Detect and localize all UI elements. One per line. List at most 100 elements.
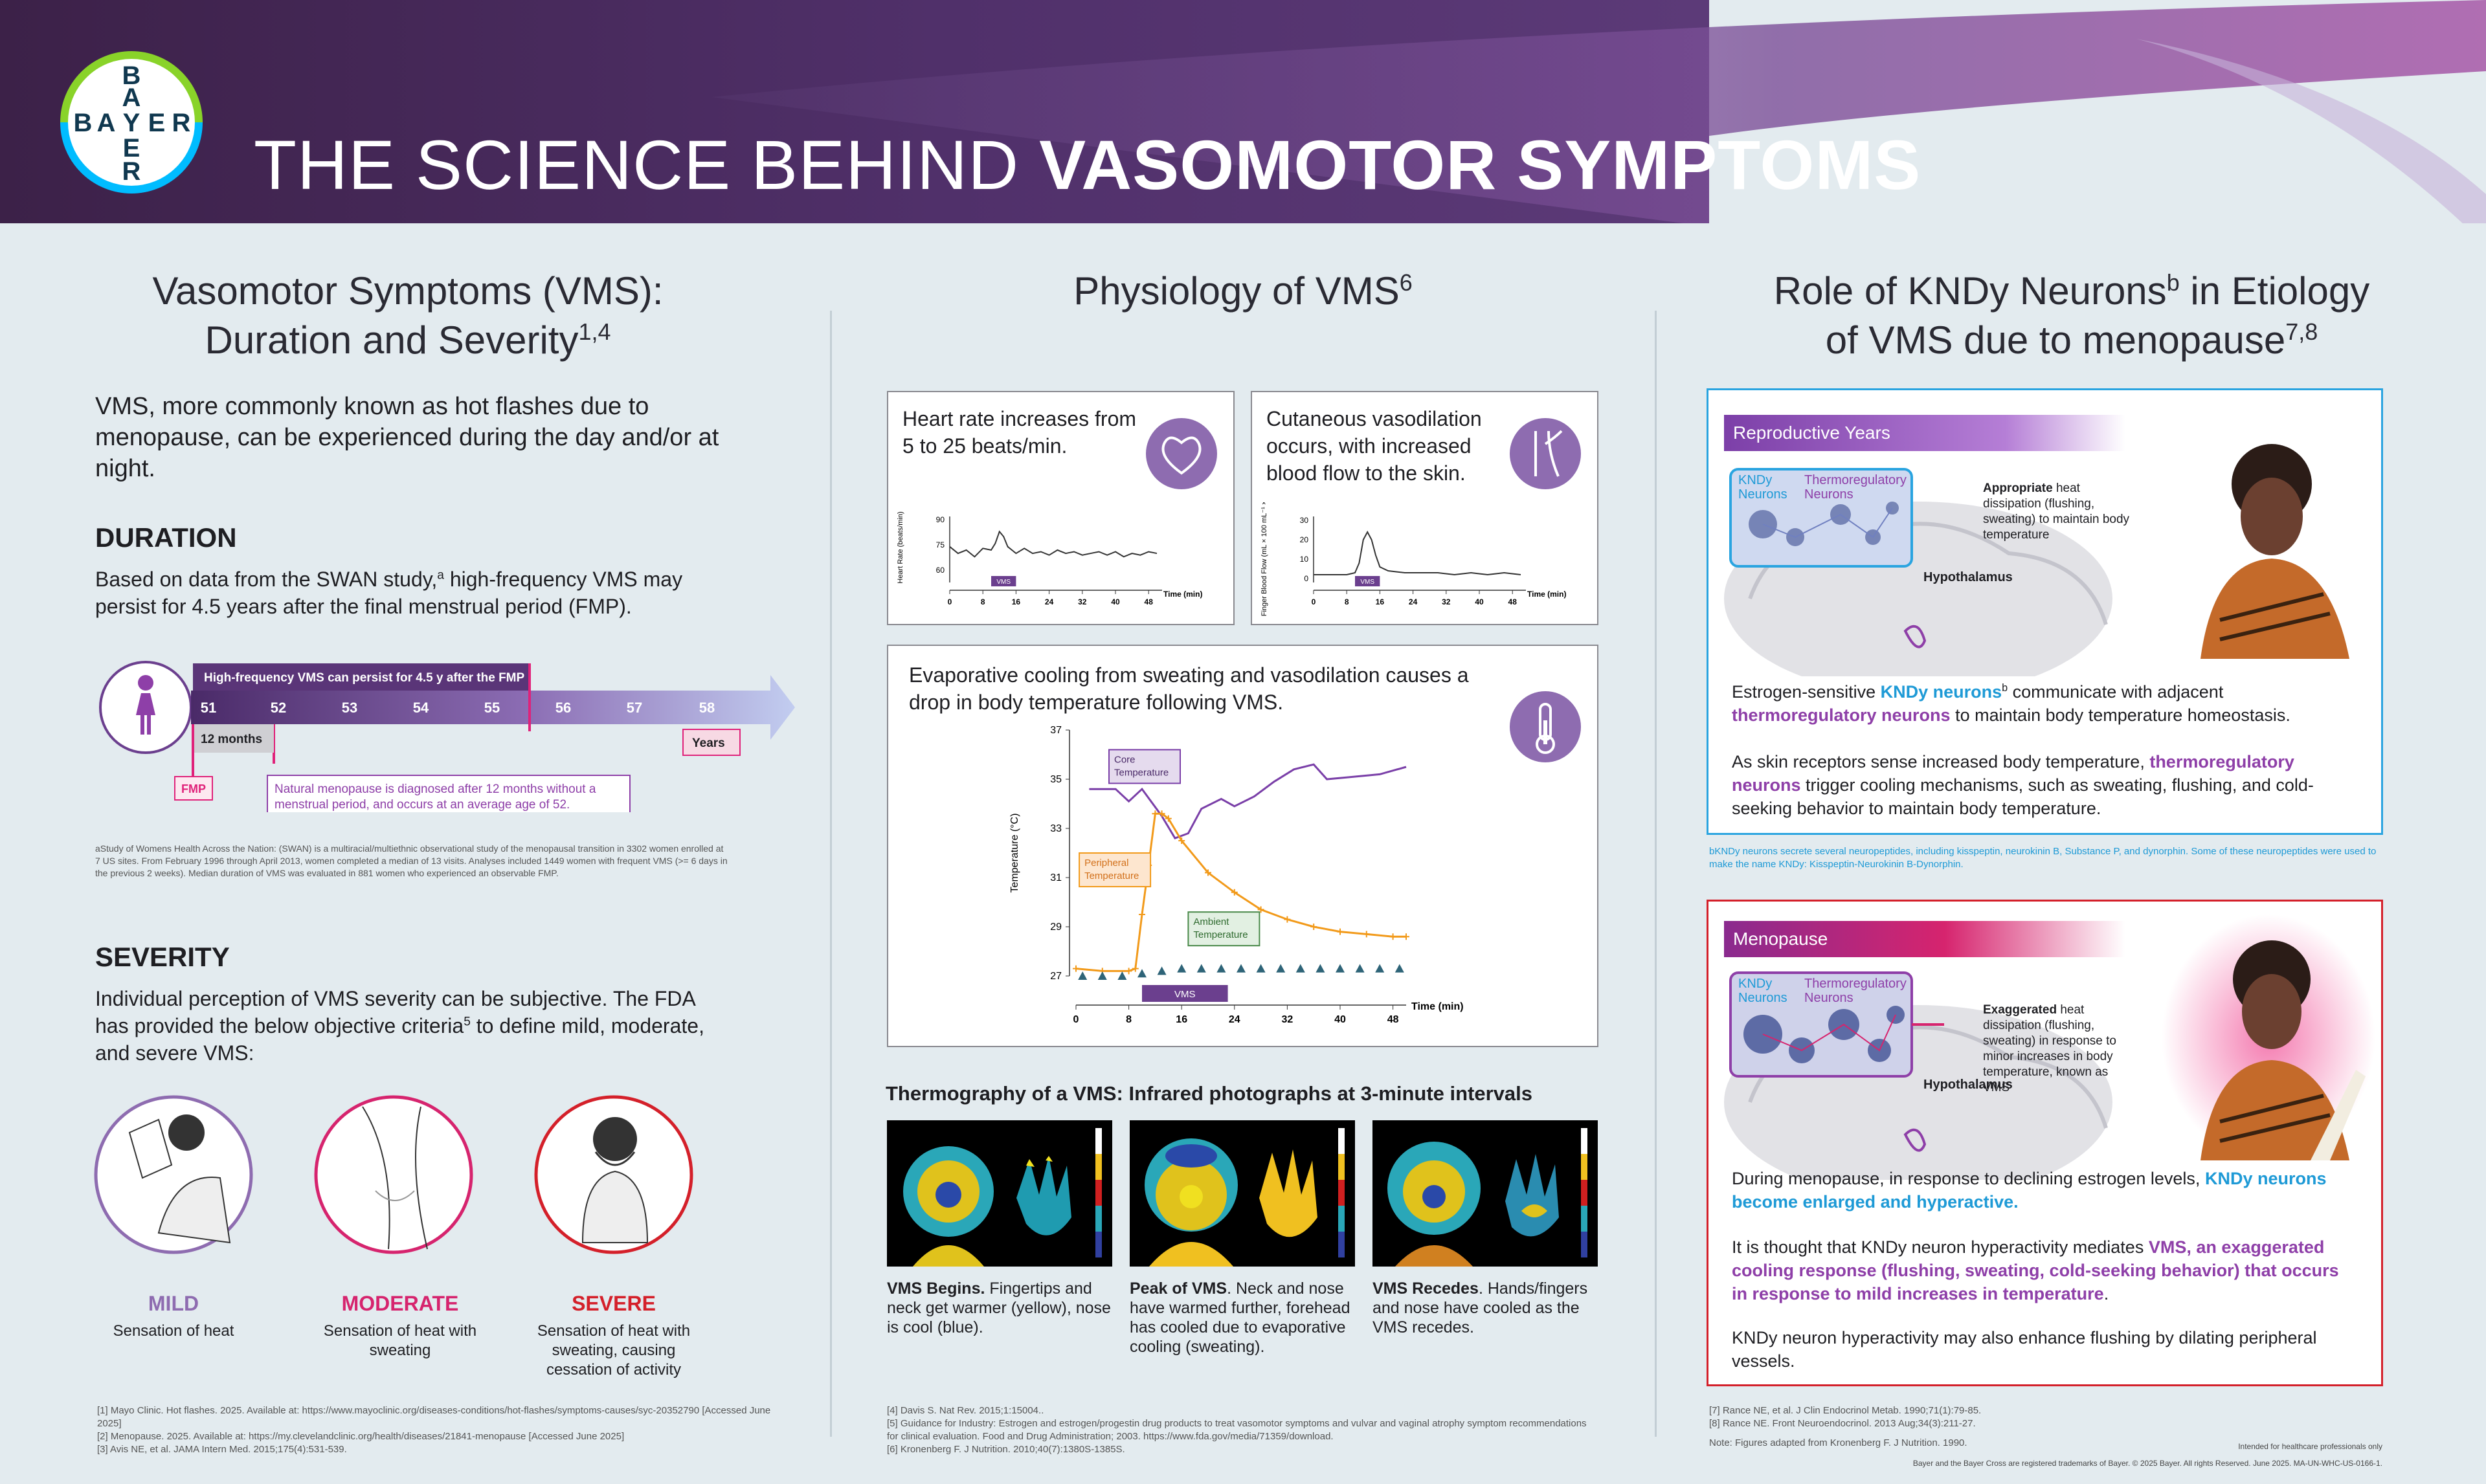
severity-heading: SEVERITY bbox=[95, 942, 230, 972]
timeline-year: 53 bbox=[342, 700, 357, 716]
ambient-point bbox=[1196, 964, 1206, 973]
x-tick-label: 32 bbox=[1078, 597, 1087, 606]
timeline-year: 58 bbox=[699, 700, 715, 716]
menopause-note-box bbox=[267, 775, 631, 812]
vms-marker bbox=[1142, 985, 1228, 1002]
y-tick-label: 20 bbox=[1300, 535, 1309, 544]
woman-icon bbox=[136, 675, 155, 735]
y-tick-label: 60 bbox=[936, 566, 945, 575]
vms-marker bbox=[1355, 576, 1380, 586]
woman-photo-menopause bbox=[2162, 914, 2375, 1160]
thermoregulatory-label-1: Thermoregulatory Neurons bbox=[1804, 473, 1907, 502]
peripheral-temperature-line bbox=[1075, 812, 1406, 972]
peripheral-point bbox=[1231, 889, 1238, 896]
meno-paragraph-3: KNDy neuron hyperactivity may also enhan… bbox=[1732, 1328, 2317, 1371]
logo-letter: R bbox=[122, 157, 141, 186]
peripheral-point bbox=[1132, 965, 1139, 972]
timeline-year: 55 bbox=[484, 700, 500, 716]
hypothalamus-label-2: Hypothalamus bbox=[1923, 1078, 2013, 1092]
peripheral-point bbox=[1363, 931, 1370, 938]
heart-icon bbox=[1146, 418, 1217, 489]
peripheral-point bbox=[1389, 933, 1396, 940]
thermography-image-recedes bbox=[1372, 1120, 1598, 1267]
peripheral-point bbox=[1165, 815, 1172, 822]
peripheral-point bbox=[1158, 810, 1165, 817]
page-title: THE SCIENCE BEHIND VASOMOTOR SYMPTOMS bbox=[254, 126, 1921, 204]
severity-illustrations bbox=[94, 1095, 693, 1254]
logo-letter: Y bbox=[123, 109, 140, 137]
x-tick-label: 8 bbox=[981, 597, 985, 606]
x-tick-label: 24 bbox=[1229, 1014, 1240, 1025]
x-axis-label: Time (min) bbox=[1163, 590, 1202, 599]
blood-vessel-icon bbox=[1510, 418, 1581, 489]
y-axis-label: Finger Blood Flow (mL × 100 mL⁻¹ × min⁻¹… bbox=[1260, 502, 1268, 616]
peripheral-point bbox=[1337, 928, 1343, 935]
x-tick-label: 16 bbox=[1012, 597, 1021, 606]
ambient-point bbox=[1256, 964, 1266, 973]
ambient-label-box bbox=[1187, 911, 1260, 947]
y-tick-label: 29 bbox=[1050, 922, 1062, 933]
col2-title: Physiology of VMS6 bbox=[1073, 269, 1413, 313]
severity-text: Individual perception of VMS severity ca… bbox=[95, 987, 704, 1065]
logo-letter: B bbox=[122, 61, 141, 90]
peripheral-point bbox=[1139, 911, 1145, 918]
repro-paragraph-1: Estrogen-sensitive KNDy neuronsb communi… bbox=[1732, 682, 2290, 725]
column-divider bbox=[830, 311, 832, 1437]
peripheral-point bbox=[1152, 810, 1159, 817]
peripheral-point bbox=[1284, 916, 1291, 923]
peripheral-point bbox=[1073, 965, 1079, 972]
appropriate-dissipation-text: Appropriate heat dissipation (flushing, … bbox=[1983, 482, 2130, 542]
severe-illustration bbox=[534, 1095, 693, 1254]
header: B A Y E R B A E R THE SCIENCE BEHIND VAS… bbox=[0, 0, 2486, 223]
timeline-arrow bbox=[191, 675, 795, 740]
x-tick-label: 48 bbox=[1387, 1014, 1399, 1025]
thermography-caption-peak: Peak of VMS. Neck and nose have warmed f… bbox=[1130, 1279, 1350, 1356]
logo-letter: B bbox=[74, 109, 93, 137]
col1-refs: [1] Mayo Clinic. Hot flashes. 2025. Avai… bbox=[97, 1405, 771, 1455]
col1-title: Vasomotor Symptoms (VMS): Duration and S… bbox=[152, 269, 664, 362]
timeline-banner-text: High-frequency VMS can persist for 4.5 y… bbox=[204, 671, 524, 685]
peripheral-label-box bbox=[1079, 852, 1152, 887]
logo-letter: E bbox=[148, 109, 166, 137]
brain-illustration-normal bbox=[1724, 468, 2112, 676]
col1-intro: VMS, more commonly known as hot flashes … bbox=[95, 393, 719, 482]
thermometer-icon bbox=[1510, 691, 1581, 762]
vms-label: VMS bbox=[1360, 579, 1374, 586]
peripheral-point bbox=[1178, 837, 1185, 844]
y-tick-label: 31 bbox=[1050, 872, 1062, 883]
y-tick-label: 33 bbox=[1050, 823, 1062, 834]
timeline-year: 51 bbox=[201, 700, 216, 716]
fmp-box bbox=[174, 776, 213, 801]
vms-label: VMS bbox=[996, 579, 1011, 586]
core-label-box bbox=[1108, 749, 1181, 784]
mild-label: MILD bbox=[148, 1292, 199, 1315]
x-tick-label: 40 bbox=[1475, 597, 1484, 606]
col2-refs: [4] Davis S. Nat Rev. 2015;1:15004.. [5]… bbox=[887, 1405, 1587, 1455]
kndy-neurons-label-1: KNDy Neurons bbox=[1738, 473, 1787, 502]
y-tick-label: 35 bbox=[1050, 774, 1062, 785]
y-tick-label: 75 bbox=[936, 540, 945, 549]
ambient-point bbox=[1097, 971, 1107, 980]
timeline-year: 57 bbox=[627, 700, 642, 716]
ambient-point bbox=[1177, 964, 1187, 973]
x-tick-label: 16 bbox=[1376, 597, 1385, 606]
brain-illustration-menopause bbox=[1724, 971, 2112, 1180]
moderate-illustration bbox=[314, 1095, 473, 1254]
x-tick-label: 24 bbox=[1409, 597, 1418, 606]
logo-letter: R bbox=[172, 109, 191, 137]
ambient-point bbox=[1237, 964, 1246, 973]
logo-letter: E bbox=[123, 134, 140, 162]
years-label: Years bbox=[692, 736, 725, 750]
x-axis-label: Time (min) bbox=[1411, 1001, 1464, 1012]
kndy-footnote: bKNDy neurons secrete several neuropepti… bbox=[1709, 846, 2377, 870]
bayer-logo: B A Y E R B A E R bbox=[60, 51, 203, 194]
moderate-desc: Sensation of heat with sweating bbox=[323, 1322, 477, 1359]
x-tick-label: 8 bbox=[1345, 597, 1349, 606]
y-axis-label: Temperature (°C) bbox=[1009, 814, 1020, 893]
ambient-point bbox=[1295, 964, 1305, 973]
ambient-point bbox=[1355, 964, 1365, 973]
ambient-point bbox=[1078, 971, 1088, 980]
peripheral-label: Temperature bbox=[1084, 870, 1139, 881]
timeline-banner bbox=[193, 663, 530, 691]
